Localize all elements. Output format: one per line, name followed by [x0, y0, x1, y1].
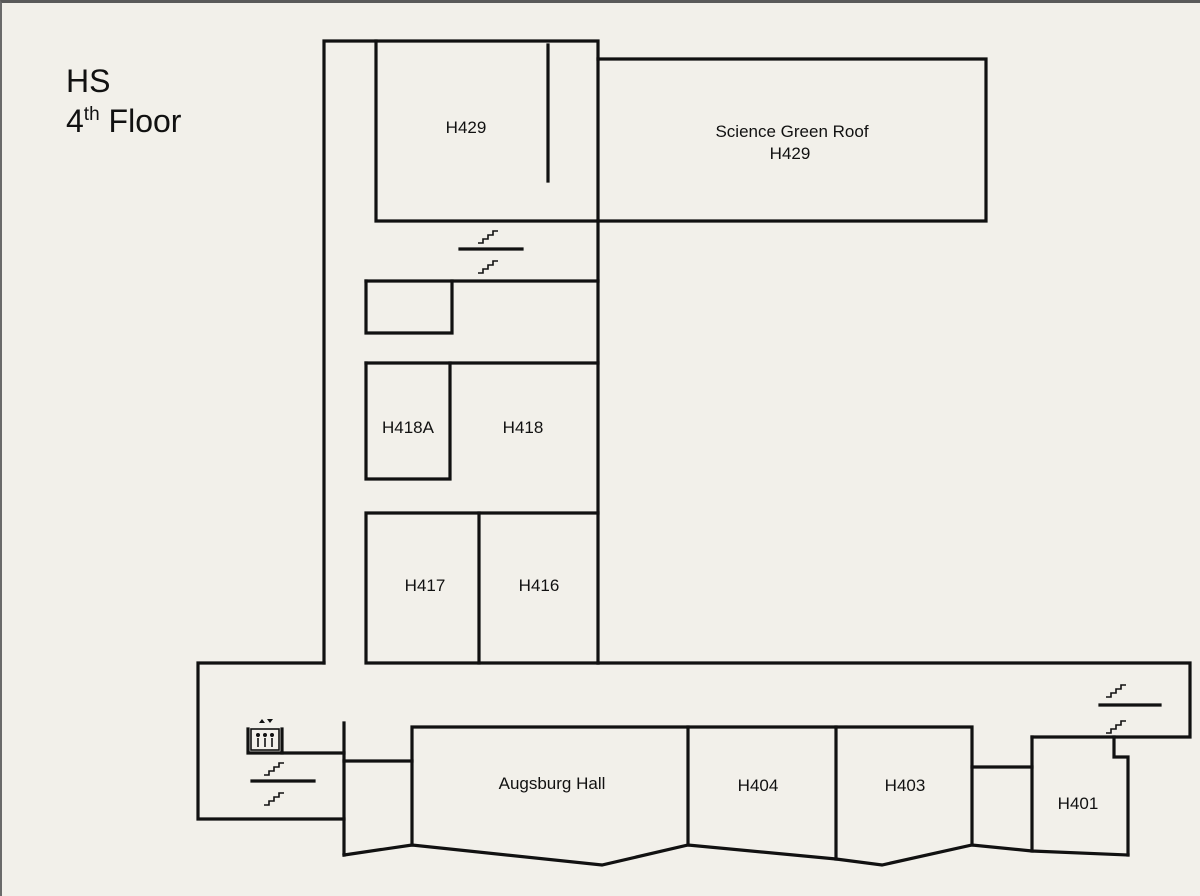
floor-word: Floor — [108, 103, 182, 139]
stairs-icon — [458, 230, 524, 274]
room-h401[interactable]: H401 — [1030, 735, 1130, 857]
floor-suffix: th — [83, 104, 100, 125]
stairs-icon — [250, 762, 316, 806]
room-h401-label: H401 — [1058, 794, 1099, 813]
room-h416-label: H416 — [519, 576, 560, 595]
floor-title: 4th Floor — [66, 101, 181, 141]
room-augsburg-hall[interactable]: Augsburg Hall — [410, 725, 690, 847]
elevator-icon — [246, 719, 346, 755]
room-h429[interactable]: H429 — [374, 39, 600, 223]
room-h404-label: H404 — [738, 776, 779, 795]
room-science-green-roof[interactable]: Science Green Roof H429 — [596, 57, 988, 223]
room-h418a-label: H418A — [382, 418, 435, 437]
green-roof-number-label: H429 — [770, 144, 811, 163]
floorplan-drawing: H429 Science Green Roof H429 H418A H418 — [196, 39, 1192, 867]
south-rooms-outline — [342, 759, 1130, 867]
room-h417-label: H417 — [405, 576, 446, 595]
room-h416[interactable]: H416 — [477, 511, 560, 665]
building-title: HS — [66, 63, 111, 99]
room-unlabeled-upper — [364, 279, 600, 365]
green-roof-name-label: Science Green Roof — [715, 122, 868, 141]
room-h418-label: H418 — [503, 418, 544, 437]
room-h403[interactable]: H403 — [834, 725, 974, 847]
stairs-icon — [1098, 684, 1162, 734]
room-h418a[interactable]: H418A — [364, 361, 452, 481]
room-h418[interactable]: H418 — [503, 418, 544, 437]
corridor-walls — [196, 39, 1192, 857]
room-h417[interactable]: H417 — [364, 511, 600, 665]
room-augsburg-hall-label: Augsburg Hall — [499, 774, 606, 793]
floor-number: 4 — [66, 103, 84, 139]
room-h403-label: H403 — [885, 776, 926, 795]
room-h429-label: H429 — [446, 118, 487, 137]
room-h404[interactable]: H404 — [686, 725, 838, 861]
